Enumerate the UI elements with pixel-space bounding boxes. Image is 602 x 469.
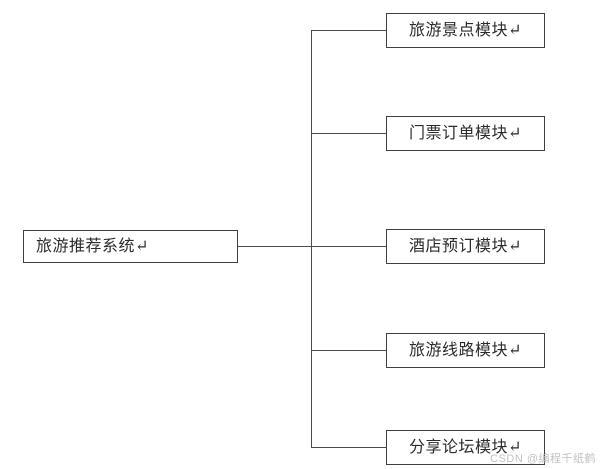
node-root-label: 旅游推荐系统↵	[36, 237, 149, 255]
node-root-system[interactable]: 旅游推荐系统↵	[23, 230, 238, 263]
connector-branch-2	[311, 133, 386, 134]
node-module-label: 旅游线路模块↵	[409, 341, 522, 359]
connector-trunk-vertical	[311, 30, 312, 448]
connector-branch-1	[311, 30, 386, 31]
connector-root-horizontal	[238, 246, 312, 247]
node-module-label: 旅游景点模块↵	[409, 21, 522, 39]
node-module-label: 分享论坛模块↵	[409, 438, 522, 456]
node-module-travel-route[interactable]: 旅游线路模块↵	[386, 333, 545, 368]
node-module-ticket-order[interactable]: 门票订单模块↵	[386, 116, 545, 151]
node-module-hotel-booking[interactable]: 酒店预订模块↵	[386, 229, 545, 264]
node-module-attractions[interactable]: 旅游景点模块↵	[386, 13, 545, 48]
connector-branch-4	[311, 350, 386, 351]
node-module-share-forum[interactable]: 分享论坛模块↵	[386, 430, 545, 465]
connector-branch-5	[311, 447, 386, 448]
watermark-text: CSDN @编程千纸鹤	[490, 453, 596, 465]
node-module-label: 酒店预订模块↵	[409, 237, 522, 255]
connector-branch-3	[311, 246, 386, 247]
node-module-label: 门票订单模块↵	[409, 124, 522, 142]
